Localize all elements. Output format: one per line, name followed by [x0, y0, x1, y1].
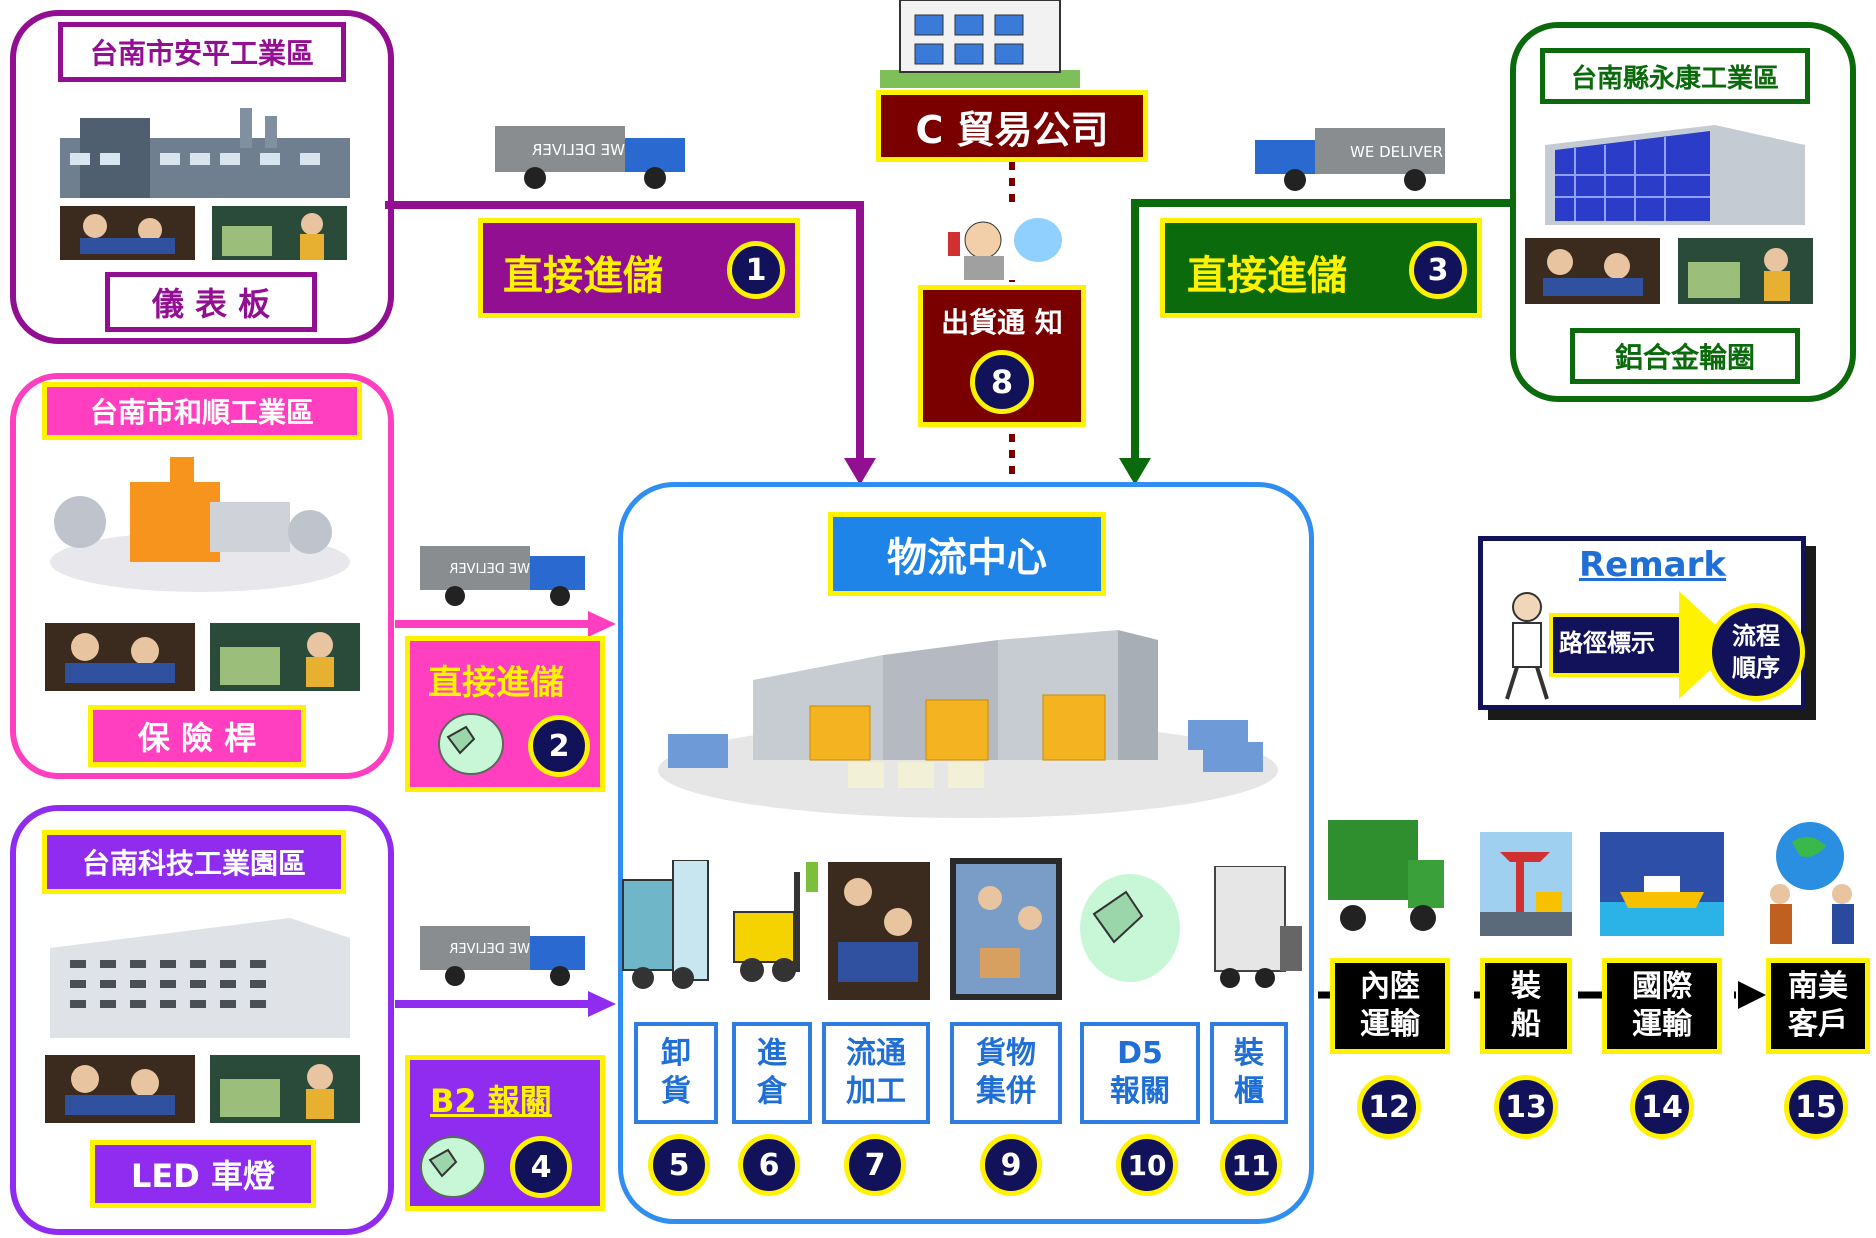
step-number: 7 [844, 1134, 906, 1196]
truck-text: WE DELIVER [449, 942, 530, 957]
zone-science-title: 台南科技工業園區 [42, 830, 346, 894]
delivery-truck-icon: WE DELIVER [495, 120, 695, 192]
flow3-number: 3 [1409, 241, 1467, 299]
truck-text: WE DELIVER [449, 562, 530, 577]
puzzle-icon [438, 713, 504, 775]
zone-anping [10, 10, 394, 344]
ship-icon [1600, 832, 1724, 936]
zone-anping-product: 儀 表 板 [105, 272, 317, 332]
container-truck-icon [1214, 866, 1302, 988]
step-number: 5 [648, 1134, 710, 1196]
delivery-truck-icon: WE DELIVER [420, 920, 590, 990]
flow2-arrowhead [588, 611, 616, 637]
flow4-number: 4 [510, 1136, 572, 1198]
machine-worker-icon [210, 623, 360, 691]
zone-anping-title: 台南市安平工業區 [58, 22, 346, 82]
unloading-truck-icon [622, 860, 709, 989]
workers-photo-icon [1525, 238, 1660, 304]
step-consolidation: 貨物 集併 [950, 1022, 1062, 1124]
transport-international: 國際 運輸 [1602, 958, 1722, 1054]
flow1-line [385, 201, 864, 460]
zone-heshun-title: 台南市和順工業區 [42, 382, 362, 440]
path-arrow-icon [1549, 591, 1737, 699]
notice-label: 出貨通 知 [941, 306, 1063, 339]
remark-order-circle: 流程 順序 [1707, 603, 1805, 701]
zone-yongkang [1510, 22, 1856, 402]
flow1-number: 1 [727, 241, 785, 299]
zone-yongkang-title: 台南縣永康工業區 [1540, 48, 1810, 104]
green-truck-icon [1328, 820, 1444, 931]
step-container-loading: 裝 櫃 [1210, 1022, 1288, 1124]
zone-heshun-product: 保 險 桿 [88, 705, 306, 767]
zone-yongkang-product: 鋁合金輪圈 [1570, 328, 1800, 384]
office-building-icon [50, 918, 350, 1038]
delivery-truck-icon: WE DELIVER [420, 540, 590, 610]
machine-worker-icon [1678, 238, 1813, 304]
puzzle-icon [1080, 874, 1180, 982]
glass-building-icon [1545, 125, 1805, 225]
delivery-truck-icon: WE DELIVER [1255, 122, 1455, 194]
step-d5-customs: D5 報關 [1080, 1022, 1200, 1124]
logistics-center [618, 482, 1314, 1224]
center-title: 物流中心 [828, 512, 1106, 596]
transport-arrowhead [1738, 981, 1766, 1009]
transport-inland: 內陸 運輸 [1330, 958, 1450, 1054]
workers-photo-icon [45, 1055, 195, 1123]
flow3-label: 直接進儲 [1187, 253, 1347, 299]
flow4-arrowhead [588, 991, 616, 1017]
company-building-icon [880, 0, 1080, 88]
globe-handshake-icon [1770, 822, 1854, 944]
zone-heshun [10, 373, 394, 779]
workers-photo-icon [60, 206, 195, 260]
company-name: C 貿易公司 [876, 90, 1148, 162]
machine-worker-icon [210, 1055, 360, 1123]
phone-call-icon [928, 210, 1066, 280]
step-unload: 卸 貨 [634, 1022, 718, 1124]
cargo-consolidation-icon [950, 858, 1062, 1000]
step-processing: 流通 加工 [822, 1022, 930, 1124]
remark-path-label: 路徑標示 [1559, 629, 1655, 657]
forklift-icon [733, 862, 818, 982]
transport-shipping: 裝 船 [1480, 958, 1572, 1054]
flow4-label: B2 報關 [430, 1082, 552, 1120]
truck-text: WE DELIVER [532, 141, 625, 159]
person-icon [1505, 592, 1549, 700]
truck-text: WE DELIVER [1350, 143, 1443, 161]
zone-science-product: LED 車燈 [90, 1140, 316, 1208]
flow3-arrowhead [1119, 458, 1151, 485]
plant-icon [50, 457, 350, 592]
flow2-number: 2 [528, 715, 590, 777]
transport-number: 13 [1494, 1075, 1558, 1139]
puzzle-icon [420, 1136, 486, 1198]
step-warehouse-in: 進 倉 [732, 1022, 812, 1124]
port-crane-icon [1480, 832, 1572, 936]
step-number: 9 [980, 1134, 1042, 1196]
transport-number: 15 [1784, 1075, 1848, 1139]
flow1-label: 直接進儲 [503, 253, 663, 299]
step-number: 10 [1116, 1134, 1178, 1196]
transport-number: 14 [1630, 1075, 1694, 1139]
step-number: 11 [1220, 1134, 1282, 1196]
flow4-box: B2 報關 4 [405, 1055, 605, 1211]
zone-science [10, 805, 394, 1235]
warehouse-icon [658, 630, 1278, 818]
flow1-box: 直接進儲 1 [478, 218, 800, 318]
transport-customer: 南美 客戶 [1766, 958, 1870, 1054]
workers-photo-icon [45, 623, 195, 691]
flow2-label: 直接進儲 [428, 663, 564, 703]
step-number: 6 [738, 1134, 800, 1196]
machine-worker-icon [212, 206, 347, 260]
factory-icon [60, 108, 350, 198]
remark-box: Remark 路徑標示 流程 順序 [1478, 536, 1806, 710]
transport-number: 12 [1357, 1075, 1421, 1139]
flow2-box: 直接進儲 2 [405, 636, 605, 792]
remark-title: Remark [1579, 545, 1726, 585]
processing-workers-icon [828, 862, 930, 1000]
flow3-box: 直接進儲 3 [1160, 218, 1482, 318]
notice-box: 出貨通 知 8 [918, 285, 1086, 427]
notice-number: 8 [970, 350, 1034, 414]
flow1-arrowhead [844, 458, 876, 485]
flow3-line [1131, 199, 1515, 460]
